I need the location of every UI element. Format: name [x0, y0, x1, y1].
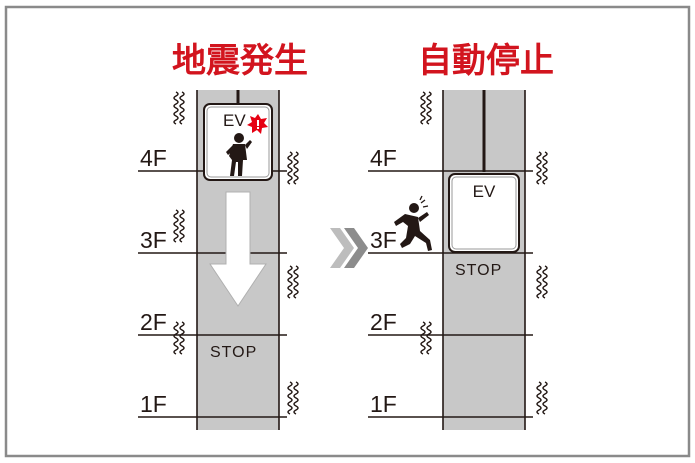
right-floor-label-2f: 2F	[370, 309, 397, 335]
left-floor-label-1f: 1F	[140, 391, 167, 417]
left-stop-label: STOP	[210, 344, 257, 361]
right-elevator-inner	[451, 176, 517, 250]
right-stop-label: STOP	[455, 262, 502, 279]
right-floor-label-3f: 3F	[370, 227, 397, 253]
left-title: 地震発生	[172, 41, 308, 81]
down-arrow-icon	[209, 191, 267, 307]
right-floor-label-1f: 1F	[370, 391, 397, 417]
right-panel: 自動停止 4F 3F 2F 1F EV STOP	[368, 41, 554, 430]
running-person-icon	[394, 195, 432, 251]
left-panel: 地震発生 4F 3F 2F 1F EV	[138, 41, 308, 430]
left-elevator-inner	[206, 106, 270, 178]
left-floor-label-2f: 2F	[140, 309, 167, 335]
double-chevron-icon	[330, 228, 368, 268]
right-title: 自動停止	[418, 41, 554, 81]
left-floor-label-3f: 3F	[140, 227, 167, 253]
left-elevator-label: EV	[223, 111, 246, 130]
left-floor-label-4f: 4F	[140, 145, 167, 171]
alert-burst-icon	[247, 114, 268, 134]
right-elevator-label: EV	[473, 182, 496, 201]
right-elevator-car	[448, 173, 520, 253]
person-in-elevator-icon	[226, 133, 252, 176]
right-floor-label-4f: 4F	[370, 145, 397, 171]
